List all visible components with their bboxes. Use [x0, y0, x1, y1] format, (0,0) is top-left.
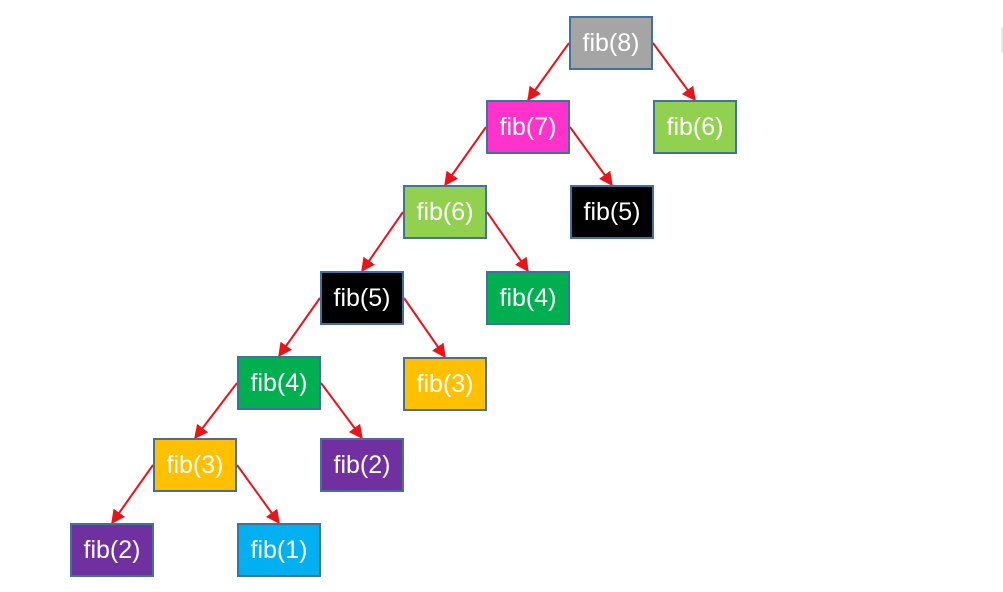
- node-fib-6-left: fib(6): [403, 185, 487, 239]
- node-fib-4-left: fib(4): [237, 356, 321, 410]
- edge-n4a-to-n2b: [320, 382, 363, 440]
- node-fib-6-right: fib(6): [653, 100, 737, 154]
- node-fib-5-right: fib(5): [570, 185, 654, 239]
- edge-n5a-to-n4a: [278, 297, 321, 358]
- edge-divider: [1001, 28, 1003, 52]
- node-fib-2-left: fib(2): [70, 523, 154, 577]
- edge-n4a-to-n3a: [194, 382, 238, 440]
- edge-n3a-to-n1: [236, 464, 280, 525]
- edge-n8-to-n6b: [652, 42, 696, 102]
- edge-n7-to-n6a: [444, 126, 487, 187]
- node-fib-3-left: fib(3): [153, 438, 237, 492]
- edge-n7-to-n5b: [569, 126, 613, 187]
- node-fib-2-right: fib(2): [320, 438, 404, 492]
- edge-n3a-to-n2a: [111, 464, 154, 525]
- node-fib-3-right: fib(3): [403, 357, 487, 411]
- edge-n5a-to-n3b: [403, 297, 446, 359]
- node-fib-7: fib(7): [486, 100, 570, 154]
- edge-n8-to-n7: [527, 42, 570, 102]
- node-fib-1: fib(1): [237, 523, 321, 577]
- node-fib-8: fib(8): [569, 16, 653, 70]
- edge-n6a-to-n4b: [486, 211, 529, 273]
- node-fib-5-left: fib(5): [320, 271, 404, 325]
- edge-n6a-to-n5a: [361, 211, 404, 273]
- node-fib-4-right: fib(4): [486, 271, 570, 325]
